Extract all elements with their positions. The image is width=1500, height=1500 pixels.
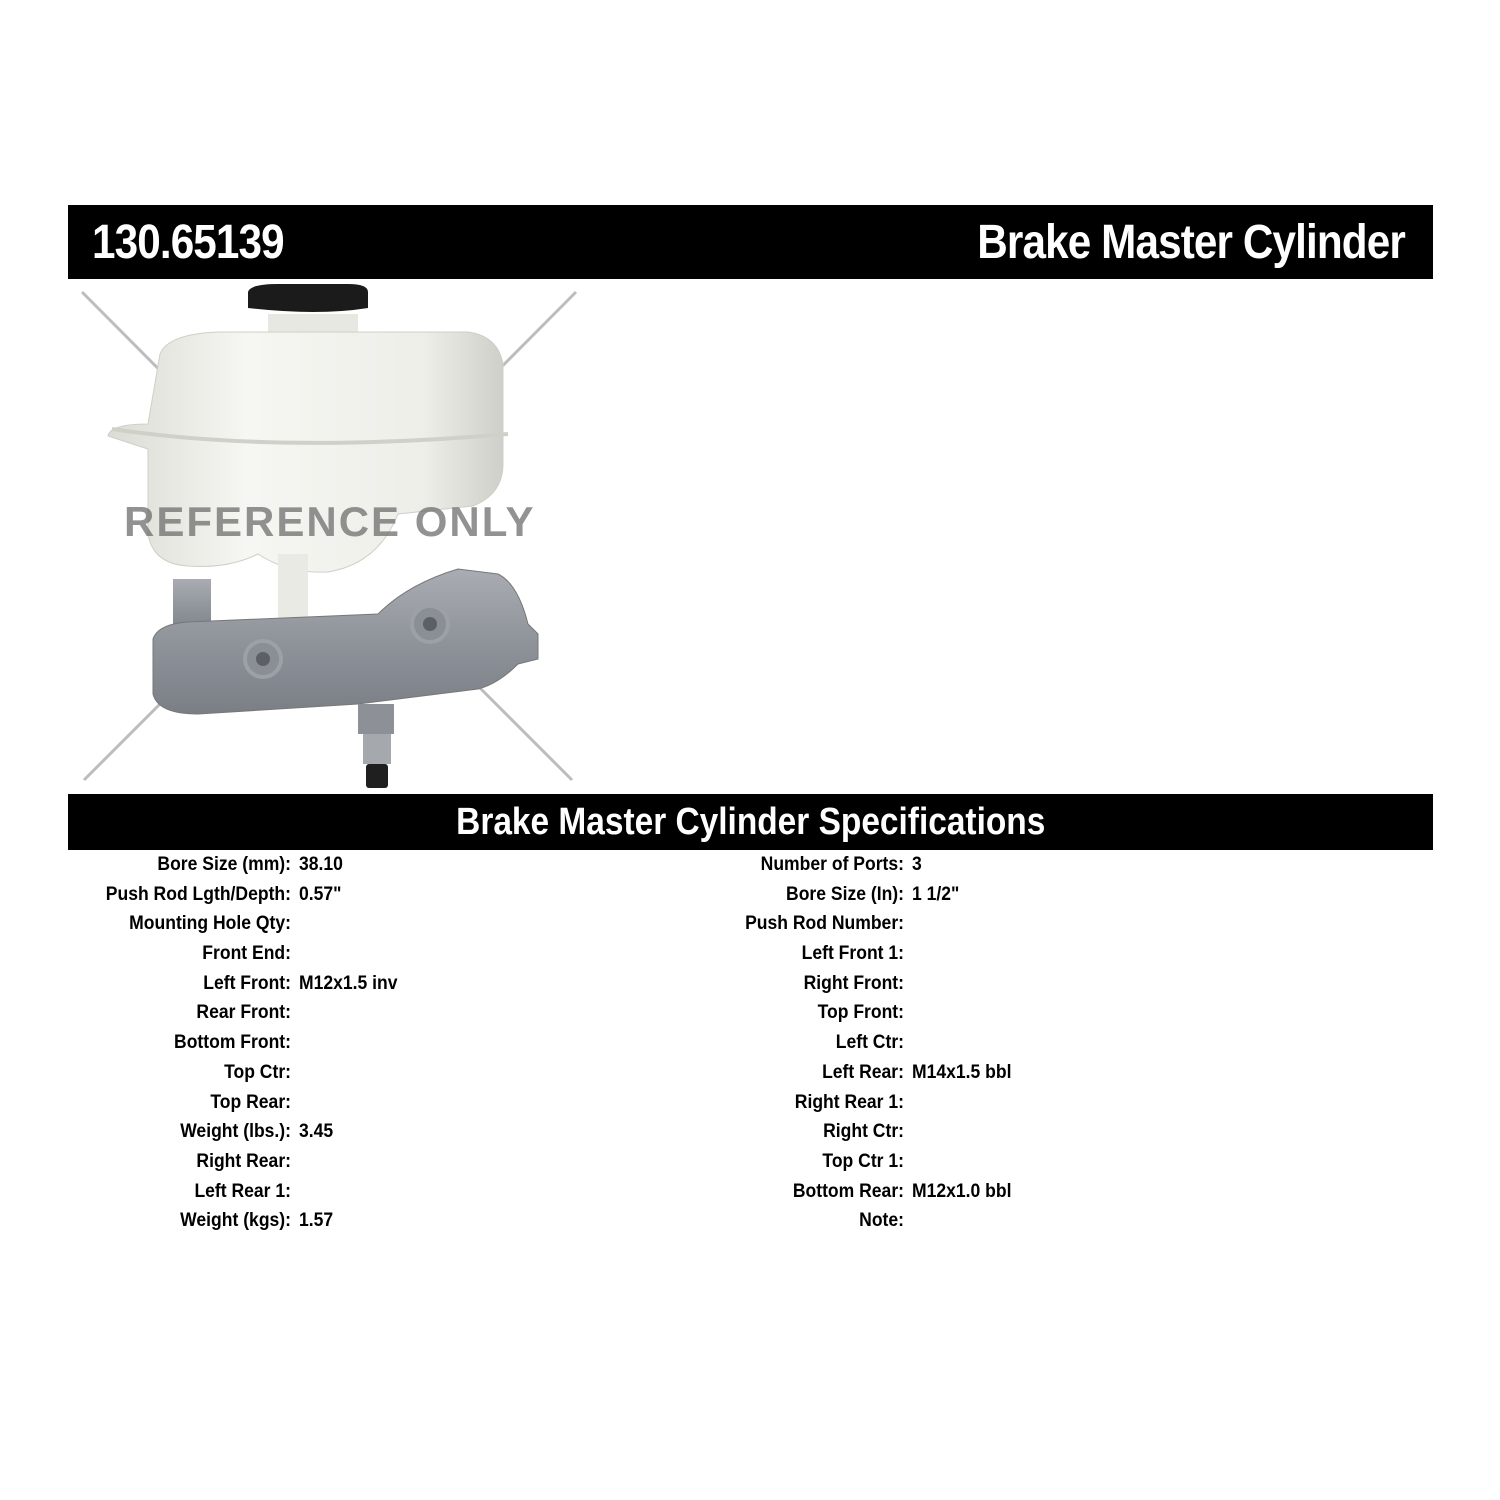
reference-only-watermark: REFERENCE ONLY <box>124 498 536 545</box>
header-bar: 130.65139 Brake Master Cylinder <box>68 205 1433 279</box>
spec-row: Mounting Hole Qty: <box>0 912 600 942</box>
spec-row: Bottom Rear: M12x1.0 bbl <box>613 1180 1213 1210</box>
spec-row: Front End: <box>0 942 600 972</box>
spec-row: Left Front 1: <box>613 942 1213 972</box>
spec-label: Top Ctr: <box>224 1060 291 1083</box>
spec-value: 38.10 <box>299 853 343 875</box>
spec-label: Bottom Rear: <box>792 1179 904 1202</box>
spec-label: Push Rod Number: <box>745 912 904 935</box>
product-title: Brake Master Cylinder <box>977 216 1405 269</box>
spec-label: Bore Size (mm): <box>157 853 291 875</box>
spec-row: Push Rod Lgth/Depth: 0.57" <box>0 883 600 913</box>
spec-label: Left Front 1: <box>801 942 904 965</box>
spec-label: Left Ctr: <box>835 1031 904 1054</box>
brake-master-cylinder-illustration <box>80 284 578 788</box>
spec-row: Rear Front: <box>0 1001 600 1031</box>
spec-value: M12x1.0 bbl <box>912 1179 1012 1202</box>
spec-row: Bore Size (In): 1 1/2" <box>613 883 1213 913</box>
product-image <box>78 284 578 794</box>
spec-row: Note: <box>613 1209 1213 1239</box>
specifications-header-bar: Brake Master Cylinder Specifications <box>68 794 1433 850</box>
spec-label: Weight (kgs): <box>180 1209 291 1232</box>
spec-value: 3 <box>912 853 922 875</box>
spec-label: Left Rear: <box>822 1060 904 1083</box>
spec-label: Right Front: <box>803 971 904 994</box>
spec-row: Top Rear: <box>0 1091 600 1121</box>
spec-label: Right Rear 1: <box>794 1090 904 1113</box>
part-number: 130.65139 <box>92 216 285 269</box>
spec-label: Bore Size (In): <box>786 882 904 905</box>
spec-label: Push Rod Lgth/Depth: <box>105 882 292 905</box>
spec-label: Right Ctr: <box>823 1120 904 1143</box>
spec-value: 1.57 <box>299 1209 334 1232</box>
spec-value: M12x1.5 inv <box>299 971 398 994</box>
specifications-title: Brake Master Cylinder Specifications <box>455 801 1046 843</box>
specifications-right-column: Number of Ports:3 Bore Size (In):1 1/2" … <box>613 853 1213 1239</box>
spec-row: Top Front: <box>613 1001 1213 1031</box>
spec-row: Right Ctr: <box>613 1120 1213 1150</box>
spec-label: Left Rear 1: <box>194 1179 291 1202</box>
spec-label: Top Rear: <box>210 1090 291 1113</box>
spec-row: Top Ctr 1: <box>613 1150 1213 1180</box>
spec-row: Right Front: <box>613 972 1213 1002</box>
spec-value: M14x1.5 bbl <box>912 1060 1012 1083</box>
spec-row: Left Rear: M14x1.5 bbl <box>613 1061 1213 1091</box>
spec-value: 3.45 <box>299 1120 334 1143</box>
spec-row: Right Rear: <box>0 1150 600 1180</box>
spec-row: Left Ctr: <box>613 1031 1213 1061</box>
spec-row: Bottom Front: <box>0 1031 600 1061</box>
spec-label: Number of Ports: <box>760 853 904 875</box>
spec-row: Bore Size (mm): 38.10 <box>0 853 600 883</box>
spec-label: Bottom Front: <box>174 1031 291 1054</box>
spec-label: Left Front: <box>203 971 291 994</box>
spec-label: Top Front: <box>817 1001 904 1024</box>
spec-value: 0.57" <box>299 882 342 905</box>
spec-label: Weight (lbs.): <box>180 1120 291 1143</box>
spec-label: Front End: <box>202 942 291 965</box>
spec-label: Mounting Hole Qty: <box>129 912 291 935</box>
spec-row: Left Front: M12x1.5 inv <box>0 972 600 1002</box>
spec-label: Note: <box>859 1209 904 1232</box>
specifications-left-column: Bore Size (mm): 38.10 Push Rod Lgth/Depth… <box>0 853 600 1239</box>
spec-row: Push Rod Number: <box>613 912 1213 942</box>
spec-row: Weight (kgs): 1.57 <box>0 1209 600 1239</box>
spec-row: Right Rear 1: <box>613 1091 1213 1121</box>
spec-row: Top Ctr: <box>0 1061 600 1091</box>
spec-label: Right Rear: <box>196 1149 291 1172</box>
spec-label: Rear Front: <box>196 1001 291 1024</box>
spec-row: Weight (lbs.): 3.45 <box>0 1120 600 1150</box>
spec-row: Left Rear 1: <box>0 1180 600 1210</box>
spec-value: 1 1/2" <box>912 882 960 905</box>
spec-label: Top Ctr 1: <box>822 1149 904 1172</box>
spec-row: Number of Ports: 3 <box>613 853 1213 883</box>
